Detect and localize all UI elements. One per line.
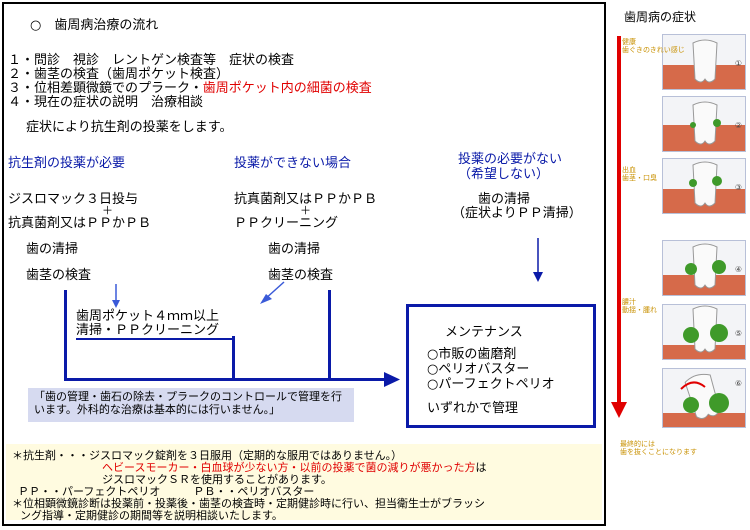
step-2: ２・歯茎の検査（歯周ポケット検査） [8,67,230,82]
tooth-illustration-5 [663,305,745,359]
col3-header: 投薬の必要がない （希望しない） [458,152,563,182]
tooth-stage-4: ④ [662,240,746,296]
footer-line2: ヘビースモーカー・白血球が少ない方・以前の投薬で菌の減りが悪かった方は [12,462,598,474]
stage-number-2: ② [734,121,742,130]
maintenance-title: メンテナンス [445,325,523,340]
footer-line2-tail: は [475,461,487,474]
sidebar-title: 歯周病の症状 [624,10,697,24]
progression-arrow-shaft [617,36,621,406]
col2-line1: 抗真菌剤又はＰＰかＰＢ [234,192,378,207]
arrow-mid-head [260,294,272,304]
stage-number-1: ① [734,59,742,68]
col1-header: 抗生剤の投薬が必要 [8,156,126,171]
footer-line3: ジスロマックＳＲを使用することがあります。 [102,473,332,486]
maintenance-box: メンテナンス ○市販の歯磨剤 ○ペリオバスター ○パーフェクトペリオ いずれかで… [406,304,596,428]
pocket-line1: 歯周ポケット４ｍｍ以上 [76,309,220,324]
stage-label-5: 膿汁 動揺・腫れ [622,298,657,314]
tooth-illustration-1 [663,39,745,89]
step-3: ３・位相差顕微鏡でのプラーク・歯周ポケット内の細菌の検査 [8,81,372,96]
pocket-line2: 清掃・ＰＰクリーニング [76,323,220,338]
arrow-left-head [112,300,120,308]
step-list: １・問診 視診 レントゲン検査等 症状の検査 ２・歯茎の検査（歯周ポケット検査）… [8,54,372,110]
tooth-stage-5: ⑤ [662,304,746,360]
tooth-stage-6: ⑥ [662,368,746,428]
tooth-illustration-2 [663,101,745,151]
footer-line6: ング指導・定期健診の期間等を説明相談いたします。 [20,509,283,522]
step-4: ４・現在の症状の説明 治療相談 [8,95,204,110]
tooth-illustration-4 [663,243,745,295]
flow-line-right [328,290,331,380]
col1-line3: 歯の清掃 [26,242,79,257]
col1-line4: 歯茎の検査 [26,268,92,283]
maintenance-list: ○市販の歯磨剤 ○ペリオバスター ○パーフェクトペリオ [427,347,555,392]
stage-number-6: ⑥ [734,379,742,388]
col3-line2: （症状よりＰＰ清掃） [452,206,582,221]
col2-line3: 歯の清掃 [268,242,321,257]
pocket-text: 歯周ポケット４ｍｍ以上 清掃・ＰＰクリーニング [76,310,219,338]
col3-line1: 歯の清掃 [478,192,531,207]
tooth-stage-2: ② [662,96,746,152]
col1-line1: ジスロマック３日投与 [8,192,139,207]
col2-header: 投薬ができない場合 [234,156,352,171]
col1-plus: ＋ [102,204,113,217]
stage-number-5: ⑤ [734,329,742,338]
col1-line2: 抗真菌剤又はＰＰかＰＢ [8,216,152,231]
footer-line1: ＊抗生剤・・・ジスロマック錠剤を３日服用（定期的な服用ではありません。） [12,449,403,462]
col2-plus: ＋ [300,204,311,217]
col2-line4: 歯茎の検査 [268,268,334,283]
footer-line2-red: ヘビースモーカー・白血球が少ない方・以前の投薬で菌の減りが悪かった方 [102,461,476,474]
arrow-right-head [533,272,543,282]
maintenance-item-1: ○市販の歯磨剤 [427,347,517,362]
flow-line-left [64,290,67,380]
footer-line4: ＰＰ・・パーフェクトペリオ ＰＢ・・ペリオバスター [18,485,315,498]
main-panel [2,2,606,526]
stage-label-3: 出血 歯茎・口臭 [622,166,657,182]
stage-number-3: ③ [734,183,742,192]
progression-arrowhead [611,402,627,418]
step-3-highlight: 歯周ポケット内の細菌の検査 [202,81,372,96]
flow-line-pocket [232,336,235,380]
management-note: 「歯の管理・歯石の除去・プラークのコントロールで管理を行います。外科的な治療は基… [28,388,354,422]
stage-number-4: ④ [734,265,742,274]
flow-arrowhead-main [384,372,400,387]
pocket-underline [76,338,234,340]
maintenance-item-3: ○パーフェクトペリオ [427,377,555,392]
tooth-stage-1: ① [662,34,746,90]
maintenance-footer: いずれかで管理 [427,401,519,416]
stage-label-1: 健康 歯ぐきのきれい感じ [622,38,685,54]
page-title: ○ 歯周病治療の流れ [30,18,159,33]
footer-notes: ＊抗生剤・・・ジスロマック錠剤を３日服用（定期的な服用ではありません。） ヘビー… [6,444,602,522]
intro-text: 症状により抗生剤の投薬をします。 [26,120,233,135]
step-1: １・問診 視診 レントゲン検査等 症状の検査 [8,53,295,68]
footer-line5: ＊位相顕微鏡診断は投薬前・投薬後・歯茎の検査時・定期健診時に行い、担当衛生士がブ… [12,497,485,510]
tooth-illustration-3 [663,161,745,213]
final-stage-label: 最終的には 歯を抜くことになります [620,440,697,456]
progression-arrowhead-shape [611,402,627,418]
col2-line2: ＰＰクリーニング [234,216,339,231]
tooth-illustration-6 [663,373,745,427]
maintenance-item-2: ○ペリオバスター [427,362,530,377]
flow-line-bottom [64,378,386,381]
tooth-stage-3: ③ [662,158,746,214]
